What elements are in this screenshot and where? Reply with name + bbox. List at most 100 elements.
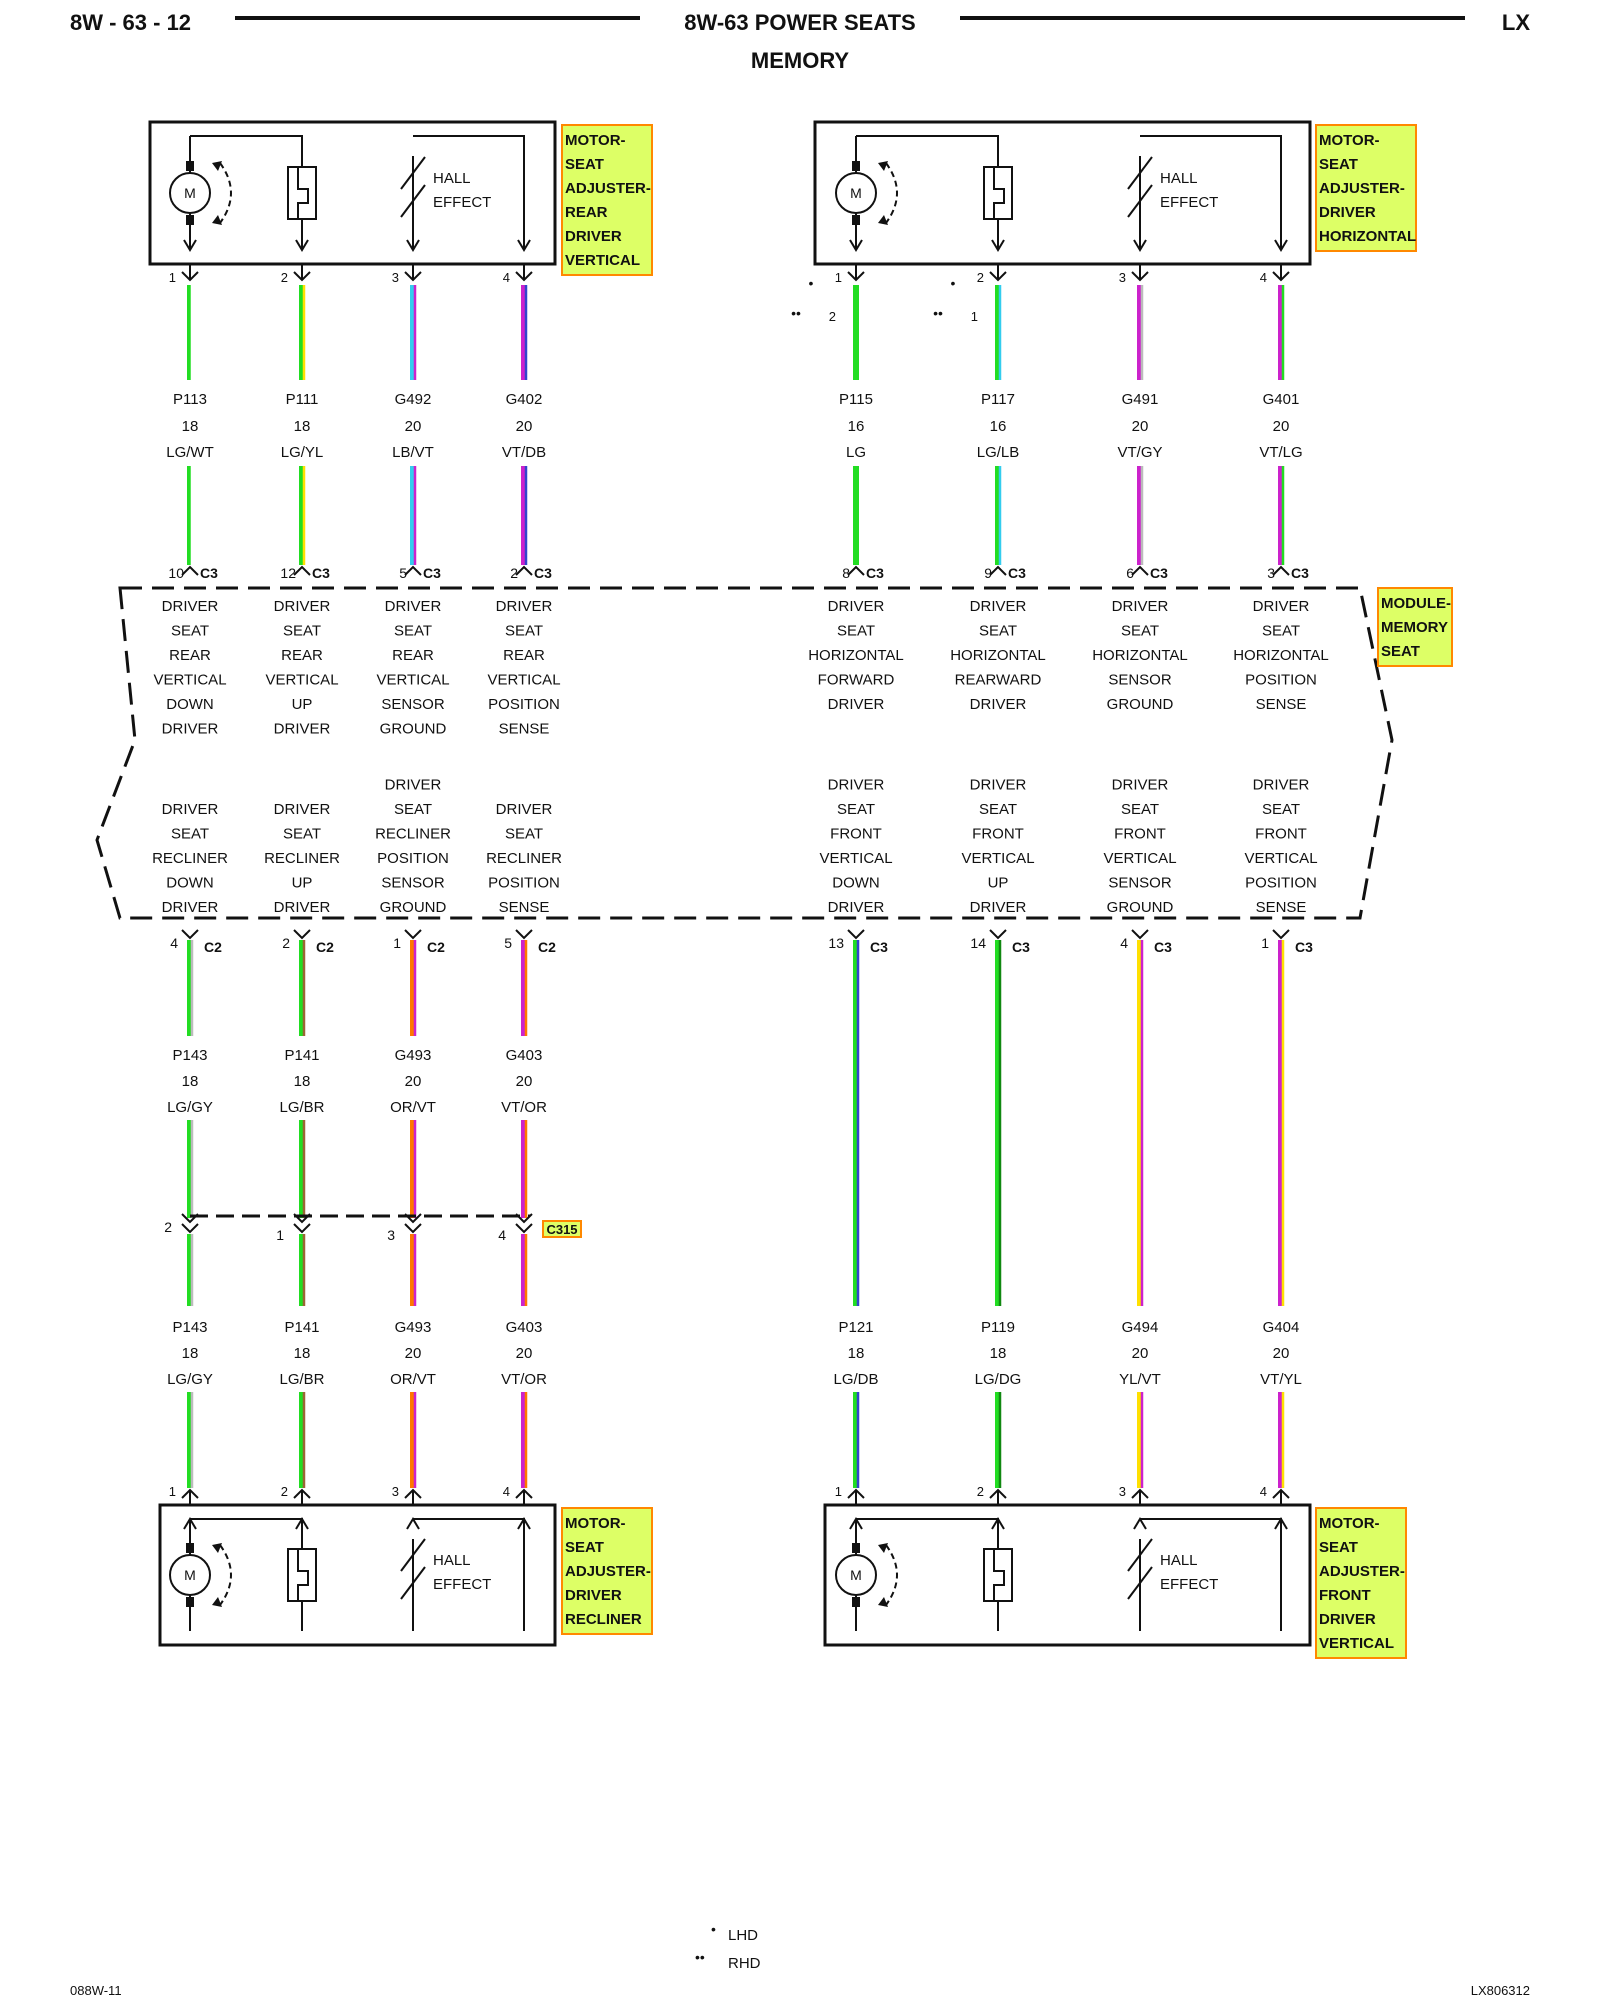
ul-c3-pin: 10 xyxy=(168,565,184,581)
module-function-label: SEAT xyxy=(394,623,432,640)
module-function-label: POSITION xyxy=(1245,875,1317,892)
ur-c3-mark xyxy=(1131,565,1149,576)
motor-rear-vertical-pin-number: 2 xyxy=(281,270,288,285)
ll2-color: OR/VT xyxy=(390,1371,436,1388)
ul-c3-label: C3 xyxy=(200,565,218,581)
motor-recliner-rot-head-top xyxy=(212,1543,222,1553)
rhd-dots: •• xyxy=(933,305,943,321)
ur-color: LG/LB xyxy=(977,444,1020,461)
module-function-label: SEAT xyxy=(394,801,432,818)
lr-c3-label: C3 xyxy=(1012,939,1030,955)
module-function-label: DRIVER xyxy=(385,777,442,794)
motor-recliner-brush-top xyxy=(186,1543,194,1553)
ul-circuit: P113 xyxy=(173,391,207,408)
tag-module-line: SEAT xyxy=(1381,643,1420,660)
ur-c3-label: C3 xyxy=(866,565,884,581)
tag-recliner-line: SEAT xyxy=(565,1539,604,1556)
ul-gauge: 18 xyxy=(294,418,311,435)
tag-rear-vertical-line: REAR xyxy=(565,204,608,221)
module-function-label: DRIVER xyxy=(828,598,885,615)
motor-horizontal-pin-mark xyxy=(989,271,1007,282)
module-function-label: UP xyxy=(988,875,1009,892)
page-title: 8W-63 POWER SEATS xyxy=(684,10,915,35)
motor-recliner-arrow xyxy=(517,1517,531,1530)
module-function-label: SENSOR xyxy=(381,875,445,892)
module-function-label: SEAT xyxy=(283,623,321,640)
module-function-label: SENSOR xyxy=(1108,672,1172,689)
tag-horizontal-line: HORIZONTAL xyxy=(1319,228,1416,245)
tag-horizontal-line: SEAT xyxy=(1319,156,1358,173)
module-function-label: GROUND xyxy=(1107,899,1174,916)
module-function-label: SEAT xyxy=(505,623,543,640)
ll-c2-label: C2 xyxy=(316,939,334,955)
module-function-label: SENSOR xyxy=(381,696,445,713)
module-function-label: DRIVER xyxy=(970,899,1027,916)
ur-circuit: P115 xyxy=(839,391,873,408)
motor-recliner-rotation-arrow xyxy=(219,1544,232,1606)
tag-recliner-line: DRIVER xyxy=(565,1587,622,1604)
motor-rear-vertical-sensor-wiper xyxy=(297,167,309,219)
module-function-label: POSITION xyxy=(377,850,449,867)
motor-horizontal-pin-mark xyxy=(1131,271,1149,282)
ll-color: LG/GY xyxy=(167,1099,213,1116)
tag-rear-vertical-box xyxy=(561,124,653,276)
motor-front-vertical-hall-label: HALL xyxy=(1160,1552,1198,1569)
module-function-label: DRIVER xyxy=(162,899,219,916)
motor-rear-vertical-rot-head-bottom xyxy=(212,215,222,225)
module-function-label: DOWN xyxy=(166,875,214,892)
ul-c3-mark xyxy=(515,565,533,576)
module-function-label: DRIVER xyxy=(274,721,331,738)
motor-horizontal-rot-head-top xyxy=(878,161,888,171)
module-function-label: SEAT xyxy=(1262,623,1300,640)
ll2-gauge: 20 xyxy=(516,1345,533,1362)
lr-c3-label: C3 xyxy=(1295,939,1313,955)
ll-c2-pin: 1 xyxy=(393,935,401,951)
module-function-label: FORWARD xyxy=(818,672,895,689)
rhd-dots: •• xyxy=(791,305,801,321)
module-function-label: VERTICAL xyxy=(153,672,226,689)
module-function-label: DRIVER xyxy=(496,801,553,818)
module-function-label: SENSOR xyxy=(1108,875,1172,892)
c315-mark-bottom xyxy=(515,1223,533,1234)
module-function-label: SENSE xyxy=(499,721,550,738)
lr-gauge: 20 xyxy=(1132,1345,1149,1362)
ll-color: OR/VT xyxy=(390,1099,436,1116)
lr-c3-mark xyxy=(1131,929,1149,940)
motor-horizontal-arrow xyxy=(1274,239,1288,252)
ll2-gauge: 20 xyxy=(405,1345,422,1362)
ul-color: LG/WT xyxy=(166,444,214,461)
motor-recliner-pin-mark xyxy=(515,1488,533,1499)
ll-c2-mark xyxy=(293,929,311,940)
motor-horizontal-sensor-icon xyxy=(983,166,1013,220)
ll-c2-mark xyxy=(515,929,533,940)
module-function-label: HORIZONTAL xyxy=(1092,647,1188,664)
module-function-label: REAR xyxy=(169,647,211,664)
module-function-label: VERTICAL xyxy=(376,672,449,689)
motor-horizontal-loop xyxy=(856,135,999,250)
motor-rear-vertical-sensor-icon xyxy=(287,166,317,220)
legend-rhd: RHD xyxy=(728,1955,761,1972)
ur-color: VT/LG xyxy=(1259,444,1302,461)
module-function-label: DRIVER xyxy=(162,801,219,818)
motor-recliner-brush-bottom xyxy=(186,1597,194,1607)
vehicle-code: LX xyxy=(1502,10,1530,35)
ul-c3-mark xyxy=(181,565,199,576)
motor-horizontal-pin-mark xyxy=(1272,271,1290,282)
module-function-label: VERTICAL xyxy=(487,672,560,689)
motor-horizontal-sensor-wiper xyxy=(993,167,1005,219)
ul-color: LG/YL xyxy=(281,444,324,461)
motor-recliner-arrow xyxy=(183,1517,197,1530)
tag-horizontal-box xyxy=(1315,124,1417,252)
motor-front-vertical-sensor-wiper xyxy=(993,1549,1005,1601)
motor-recliner-pin-number: 2 xyxy=(281,1484,288,1499)
motor-rear-vertical-rotation-arrow xyxy=(219,162,232,224)
motor-recliner-sensor-wiper xyxy=(297,1549,309,1601)
page-number: 8W - 63 - 12 xyxy=(70,10,191,35)
motor-rear-vertical-motor-icon xyxy=(169,172,211,214)
c315-mark-bottom xyxy=(293,1223,311,1234)
figure-code-right: LX806312 xyxy=(1471,1983,1530,1998)
c315-mark-bottom xyxy=(181,1223,199,1234)
c315-mark-top xyxy=(515,1213,533,1224)
ul-c3-mark xyxy=(404,565,422,576)
ll2-gauge: 18 xyxy=(294,1345,311,1362)
